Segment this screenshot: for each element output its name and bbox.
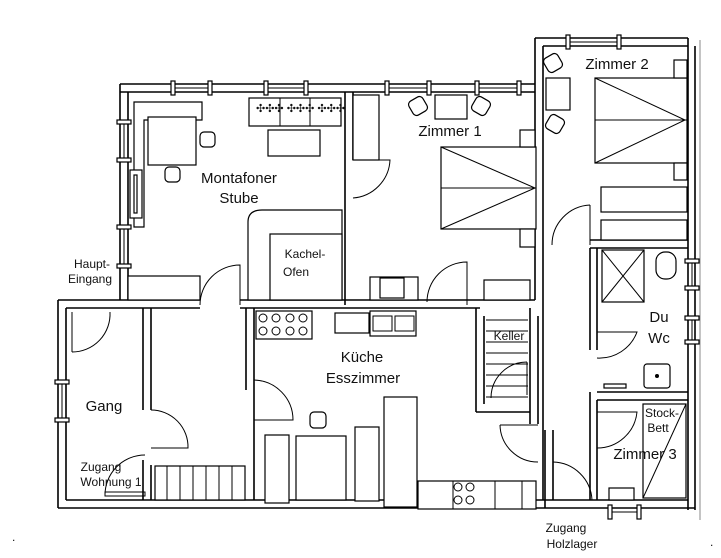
label-wc: Wc (648, 330, 670, 347)
label-stube: Stube (219, 190, 258, 207)
zimmer1-furniture (352, 94, 537, 301)
label-eingang: Eingang (68, 272, 112, 286)
label-kueche: Küche (341, 349, 384, 366)
stove-burners-2 (453, 482, 475, 505)
label-bett: Bett (647, 421, 669, 435)
label-du: Du (649, 309, 668, 326)
stairs (154, 319, 528, 501)
windows (54, 34, 700, 520)
sofa-pattern: ✣✣✣ ✣✣✣ ✣✣✣ (256, 103, 345, 115)
keller-stairs (486, 319, 528, 398)
label-zimmer3: Zimmer 3 (613, 446, 676, 463)
label-gang: Gang (86, 398, 123, 415)
label-stock: Stock- (645, 406, 679, 420)
label-zugang-w1: Zugang (81, 460, 122, 474)
mark-left: . (12, 530, 15, 544)
label-zugang-h: Zugang (546, 521, 587, 535)
label-zimmer2: Zimmer 2 (585, 56, 648, 73)
label-keller: Keller (494, 329, 525, 343)
label-wohnung1: Wohnung 1 (80, 475, 141, 489)
zimmer3-furniture (608, 403, 687, 501)
label-esszimmer: Esszimmer (326, 370, 400, 387)
mark-right: . (710, 535, 713, 549)
kitchen-furniture (255, 310, 537, 510)
bath-fixtures (601, 249, 677, 389)
stove-burners (258, 313, 308, 336)
label-holzlager: Holzlager (547, 537, 598, 551)
svg-text:✣✣✣ ✣✣✣ ✣✣✣: ✣✣✣ ✣✣✣ ✣✣✣ (256, 103, 345, 115)
label-haupt: Haupt- (74, 257, 110, 271)
label-zimmer1: Zimmer 1 (418, 123, 481, 140)
label-kachel: Kachel- (285, 247, 326, 261)
doors (71, 159, 638, 501)
label-montafoner: Montafoner (201, 170, 277, 187)
zimmer2-furniture (542, 52, 688, 241)
label-ofen: Ofen (283, 265, 309, 279)
stube-furniture (127, 97, 343, 301)
